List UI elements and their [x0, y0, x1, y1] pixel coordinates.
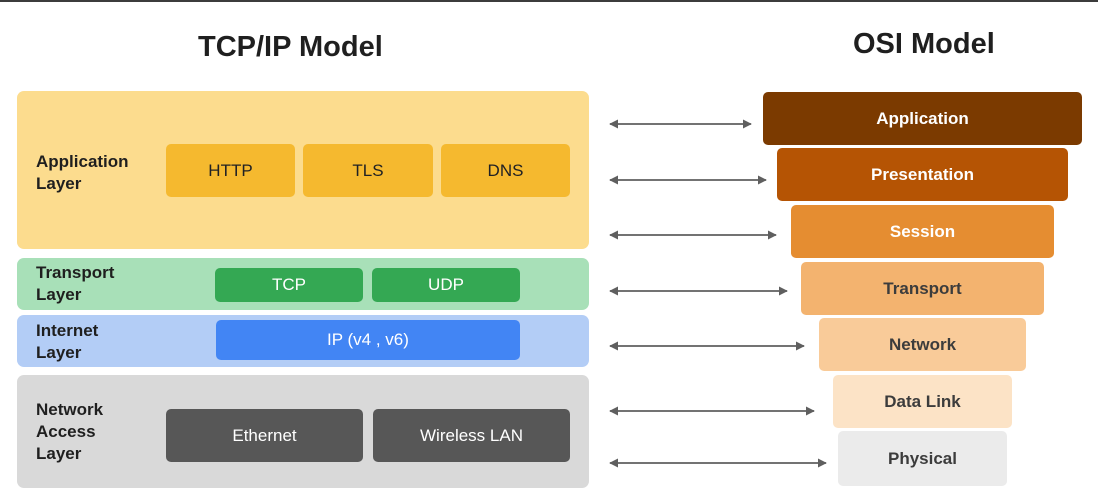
- osi-transport-layer: Transport: [801, 262, 1044, 315]
- osi-data-link-layer: Data Link: [833, 375, 1012, 428]
- osi-network-layer: Network: [819, 318, 1026, 371]
- dns-protocol-box: DNS: [441, 144, 570, 197]
- osi-model-title: OSI Model: [853, 28, 995, 60]
- top-border: [0, 0, 1098, 2]
- transport-layer-label: Transport Layer: [36, 263, 115, 304]
- ip-protocol-box: IP (v4 , v6): [216, 320, 520, 360]
- network-access-layer-block: Network Access Layer Ethernet Wireless L…: [17, 375, 589, 488]
- osi-session-layer: Session: [791, 205, 1054, 258]
- ethernet-protocol-box: Ethernet: [166, 409, 363, 462]
- application-layer-block: Application Layer HTTP TLS DNS: [17, 91, 589, 249]
- transport-layer-block: Transport Layer TCP UDP: [17, 258, 589, 310]
- osi-physical-layer: Physical: [838, 431, 1007, 486]
- network-access-layer-label: Network Access Layer: [36, 400, 104, 463]
- tls-protocol-box: TLS: [303, 144, 433, 197]
- wireless-lan-protocol-box: Wireless LAN: [373, 409, 570, 462]
- internet-layer-label: Internet Layer: [36, 321, 99, 362]
- osi-presentation-layer: Presentation: [777, 148, 1068, 201]
- udp-protocol-box: UDP: [372, 268, 520, 302]
- tcpip-model-title: TCP/IP Model: [198, 31, 383, 63]
- osi-application-layer: Application: [763, 92, 1082, 145]
- http-protocol-box: HTTP: [166, 144, 295, 197]
- tcp-protocol-box: TCP: [215, 268, 363, 302]
- internet-layer-block: Internet Layer IP (v4 , v6): [17, 315, 589, 367]
- application-layer-label: Application Layer: [36, 152, 129, 193]
